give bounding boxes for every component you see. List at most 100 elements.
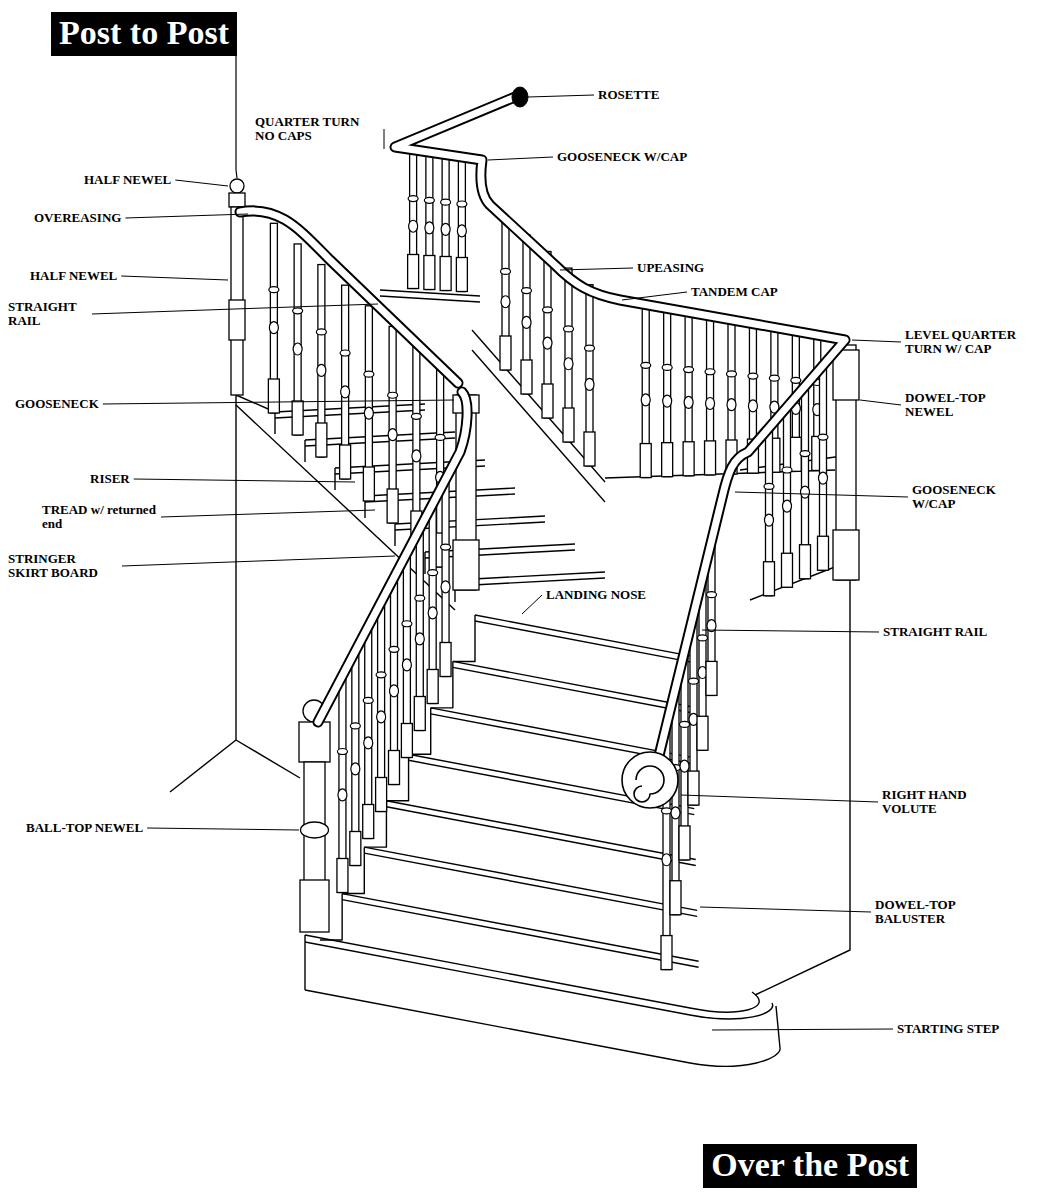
baluster-ring [457, 201, 467, 207]
baluster-ring [424, 197, 434, 203]
starting-step [305, 990, 780, 1066]
part-label: STRINGER SKIRT BOARD [8, 552, 118, 580]
leader-line [860, 400, 901, 405]
baluster [640, 305, 651, 478]
baluster-ring [441, 199, 451, 205]
baluster-ring [662, 854, 671, 866]
baluster-ring [441, 544, 451, 550]
leader-line [103, 400, 454, 404]
baluster-block [782, 553, 793, 587]
baluster-ring [641, 362, 651, 368]
baluster-block [414, 697, 425, 731]
tread-nose [453, 667, 692, 712]
newel-cap [299, 722, 330, 762]
leader-line [712, 1029, 893, 1030]
stair-structure [170, 290, 850, 1066]
baluster-ring [662, 808, 672, 814]
baluster-ring [411, 413, 421, 419]
newel-ball [230, 179, 244, 193]
baluster-ring [791, 377, 801, 383]
baluster-block [584, 432, 595, 466]
baluster [440, 477, 451, 676]
baluster [424, 152, 435, 289]
leader-line [702, 630, 879, 632]
part-label: LEVEL QUARTER TURN W/ CAP [905, 328, 1030, 356]
baluster-ring [543, 337, 552, 349]
baluster-block [662, 443, 673, 477]
baluster-ring [364, 407, 373, 419]
baluster-block [268, 379, 279, 413]
baluster [401, 552, 412, 758]
balusters [268, 150, 828, 969]
baluster-block [350, 832, 361, 866]
floor-line [170, 740, 236, 792]
baluster-block [697, 716, 708, 750]
baluster-ring [748, 373, 758, 379]
leader-line [125, 214, 248, 218]
baluster-block [389, 751, 400, 785]
baluster-block [679, 826, 690, 860]
baluster-ring [764, 483, 774, 489]
baluster-ring [501, 268, 511, 274]
leader-line [560, 268, 633, 270]
leader-line [161, 510, 375, 517]
baluster-ring [415, 633, 424, 645]
volute-scroll [634, 766, 664, 802]
leader-line [488, 157, 553, 160]
baluster-ring [680, 721, 690, 727]
part-label: DOWEL-TOP NEWEL [905, 391, 1010, 419]
baluster-ring [388, 392, 398, 398]
baluster-ring [338, 789, 347, 801]
baluster-ring [801, 486, 810, 498]
baluster-ring [415, 595, 425, 601]
baluster-ring [341, 386, 350, 398]
baluster [542, 252, 553, 419]
baluster [563, 268, 574, 442]
tread-nose [342, 894, 698, 962]
baluster-ring [316, 329, 326, 335]
right-rail [395, 97, 845, 772]
straight-rail [318, 392, 467, 722]
leader-line [175, 180, 228, 186]
baluster-ring [800, 451, 810, 457]
baluster-ring [501, 296, 510, 308]
baluster-block [401, 724, 412, 758]
baluster-ring [435, 434, 445, 440]
baluster-ring [748, 400, 757, 412]
upper-floor-edge [380, 296, 480, 302]
baluster-ring [689, 678, 699, 684]
baluster [387, 326, 398, 523]
part-label: STARTING STEP [897, 1022, 999, 1036]
baluster-block [500, 336, 511, 370]
baluster-ring [680, 760, 689, 772]
baluster-block [440, 643, 451, 677]
baluster-block [661, 936, 672, 970]
baluster-ring [340, 350, 350, 356]
leader-line [384, 129, 385, 149]
baluster [726, 320, 737, 474]
part-label: ROSETTE [598, 88, 659, 102]
leader-line [522, 595, 542, 614]
baluster [316, 265, 327, 457]
plate-text: Post to Post [59, 14, 229, 52]
baluster-block [688, 771, 699, 805]
baluster-block [764, 562, 775, 596]
baluster-ring [818, 434, 828, 440]
baluster [800, 386, 811, 579]
newels [229, 179, 859, 932]
baluster [350, 651, 361, 866]
baluster-block [640, 444, 651, 478]
leader-line [681, 795, 878, 802]
baluster-ring [293, 308, 303, 314]
baluster-block [363, 805, 374, 839]
handrails [240, 87, 845, 808]
baluster [389, 577, 400, 785]
returned-end [424, 552, 425, 574]
baluster-ring [402, 621, 412, 627]
baluster-ring [765, 514, 774, 526]
part-label: STRAIGHT RAIL [8, 300, 88, 328]
newel-ring [301, 822, 329, 838]
part-label: GOOSENECK W/CAP [912, 483, 1022, 511]
leader-line [121, 276, 228, 280]
